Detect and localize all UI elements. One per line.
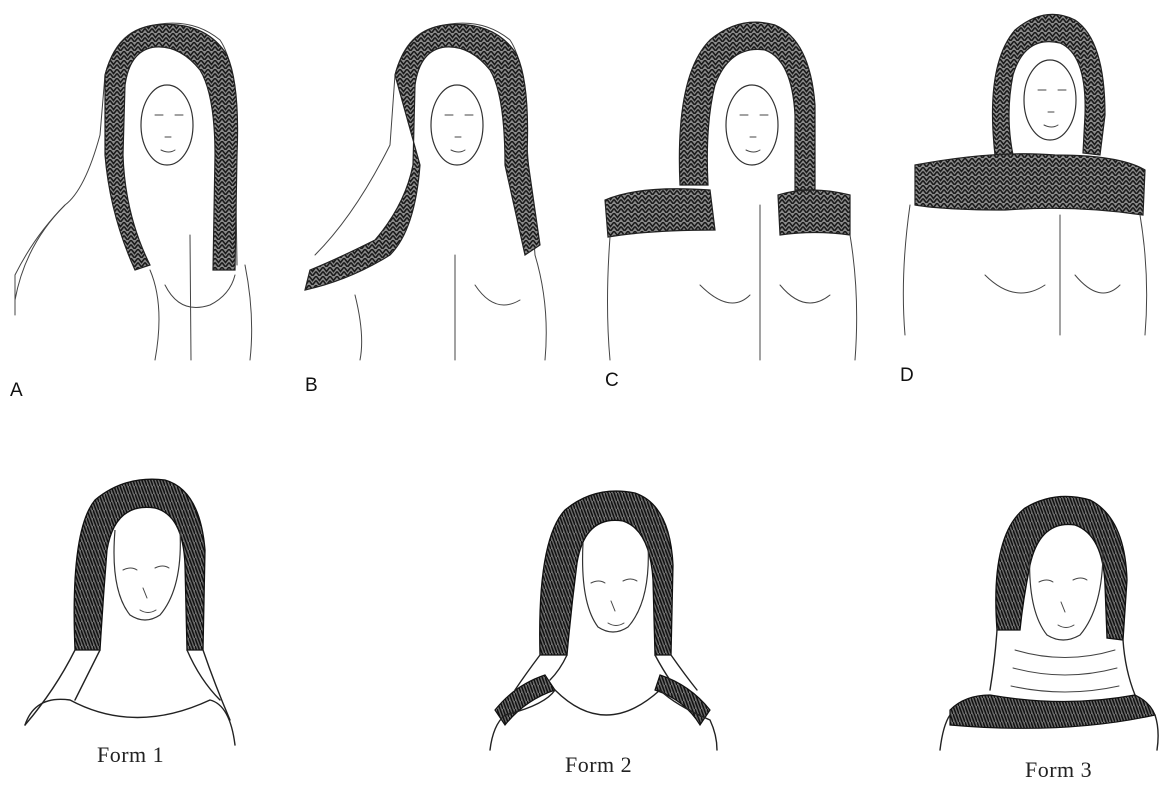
form-3 bbox=[935, 490, 1155, 750]
sketch-b bbox=[295, 15, 555, 365]
hood-sketch-a-drawing bbox=[5, 15, 265, 365]
form-2-caption: Form 2 bbox=[565, 752, 632, 778]
form-2-drawing bbox=[485, 485, 725, 755]
hood-sketch-d-drawing bbox=[895, 5, 1155, 355]
hood-sketch-b-drawing bbox=[295, 15, 555, 365]
sketch-label-c: C bbox=[605, 370, 619, 392]
form-2 bbox=[485, 485, 725, 755]
sketch-label-a: A bbox=[10, 380, 23, 402]
sketch-c bbox=[600, 15, 860, 365]
sketch-label-b: B bbox=[305, 375, 318, 397]
sketch-d bbox=[895, 5, 1155, 355]
form-3-drawing bbox=[935, 490, 1155, 750]
form-1-caption: Form 1 bbox=[97, 742, 164, 768]
sketch-label-d: D bbox=[900, 365, 914, 387]
sketch-a bbox=[5, 15, 265, 365]
form-1 bbox=[15, 470, 245, 745]
form-3-caption: Form 3 bbox=[1025, 757, 1092, 783]
hood-sketch-c-drawing bbox=[600, 15, 860, 365]
form-1-drawing bbox=[15, 470, 245, 745]
